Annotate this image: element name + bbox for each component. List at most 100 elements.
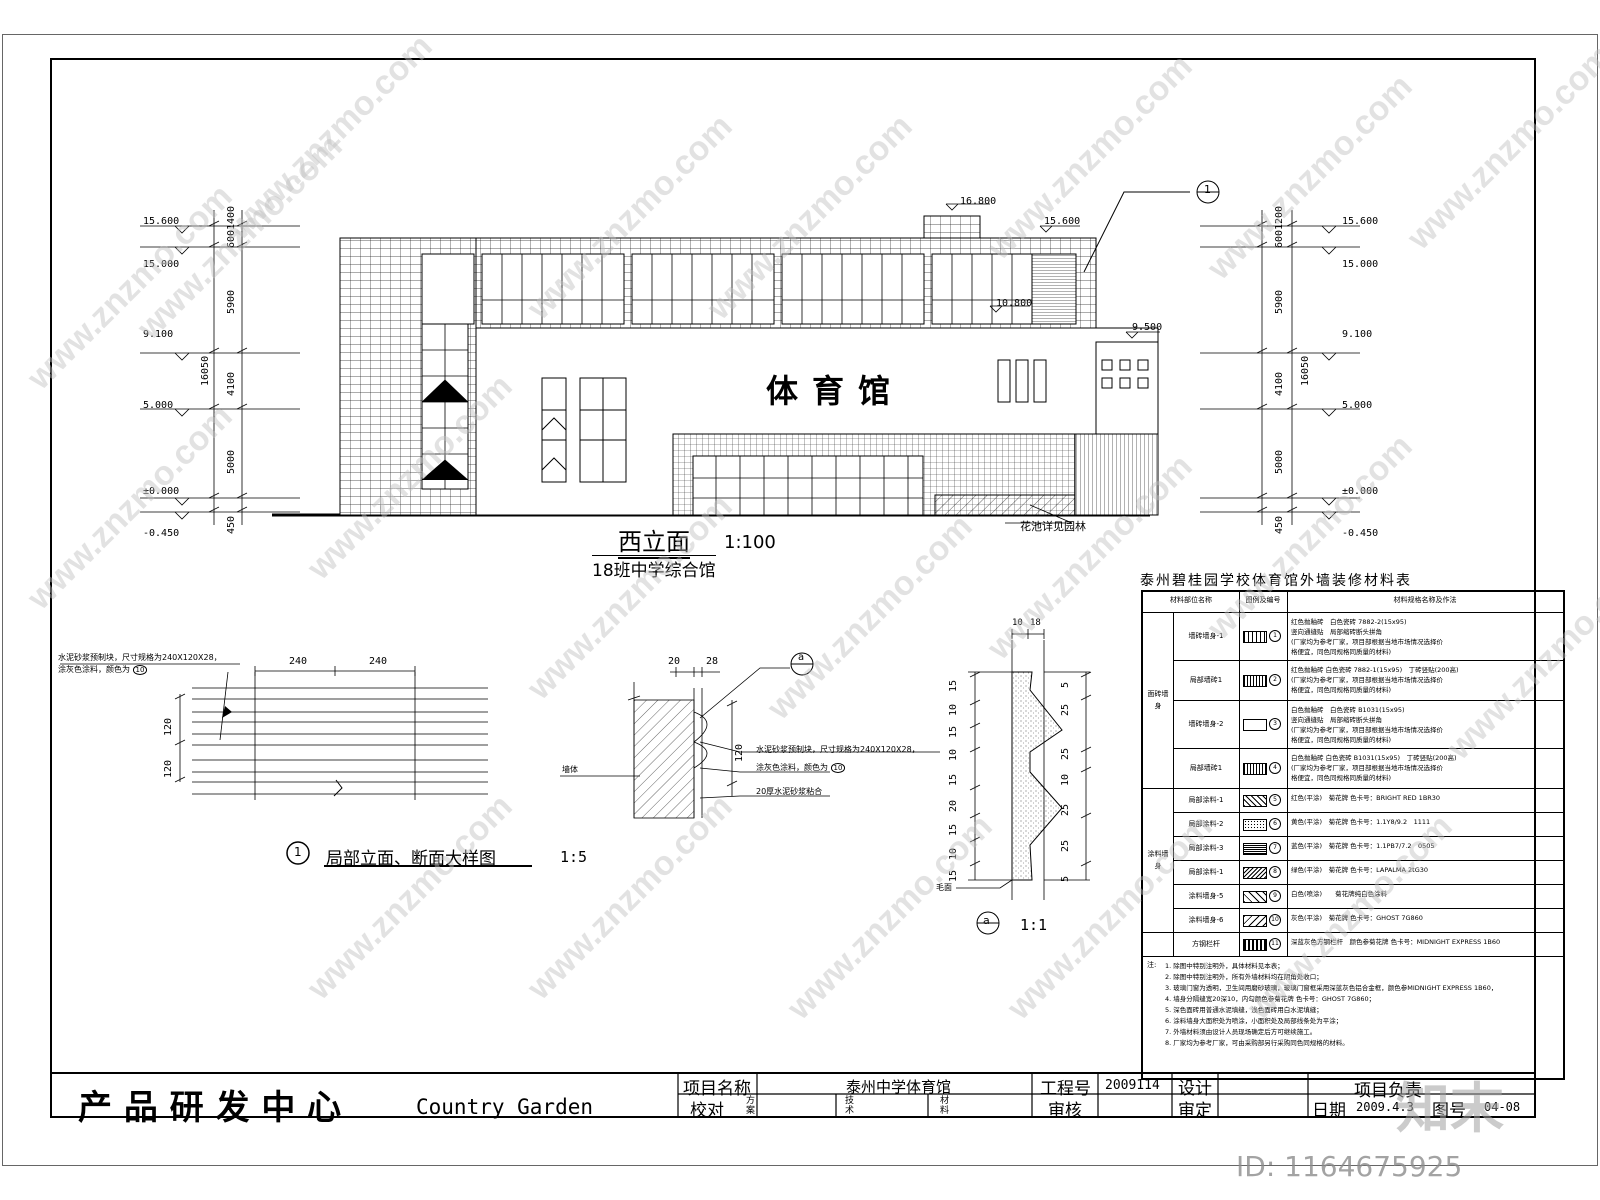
top-level-0: 16.800 <box>960 196 997 207</box>
legend-swatch <box>1243 819 1267 831</box>
legend-swatch <box>1243 719 1267 731</box>
table-rule <box>1143 788 1563 789</box>
detail-note-block: 水泥砂浆预制块，尺寸规格为240X120X28， <box>58 653 222 662</box>
legend-number: 10 <box>1269 914 1281 926</box>
table-row-desc: 格便宜，同色同规格同质量的材料) <box>1291 774 1392 782</box>
outer-frame <box>2 34 1598 1166</box>
note-line: 5. 深色面砖用普通水泥填缝，浅色面砖用白水泥填缝； <box>1165 1006 1323 1014</box>
detail-dim-w-0: 240 <box>289 656 308 667</box>
section-note-1: 水泥砂浆预制块，尺寸规格为240X120X28， <box>756 745 920 754</box>
legend-swatch <box>1243 891 1267 903</box>
table-rule <box>1143 612 1563 613</box>
legend-number: 7 <box>1269 842 1281 854</box>
legend-number: 11 <box>1269 938 1281 950</box>
table-row-part: 涂料墙身-5 <box>1188 892 1224 900</box>
note-line: 8. 厂家均为参考厂家，可由采购部另行采购同色同规格的材料。 <box>1165 1039 1349 1047</box>
table-row-part: 局部墙砖1 <box>1189 764 1223 772</box>
table-rule <box>1173 812 1563 813</box>
profile-callout: a <box>983 914 990 927</box>
table-row-desc: 红色抛釉砖 白色瓷砖 7882-1(15x95) 丁砖竖贴(200高) <box>1291 666 1459 674</box>
drawing-no: 04-08 <box>1484 1100 1521 1114</box>
company-en: Country Garden <box>416 1095 594 1119</box>
detail-note-paint: 涂灰色涂料，颜色为 10 <box>58 664 148 675</box>
table-rule <box>1287 612 1288 956</box>
check-label: 校对 <box>690 1101 724 1121</box>
project-no-label: 工程号 <box>1040 1079 1091 1099</box>
legend-number: 4 <box>1269 762 1281 774</box>
legend-swatch <box>1243 763 1267 775</box>
note-line: 1. 除图中特别注明外，具体材料见本表； <box>1165 962 1284 970</box>
legend-number: 6 <box>1269 818 1281 830</box>
section-callout: a <box>798 652 805 663</box>
table-row-part: 局部涂料-1 <box>1188 868 1224 876</box>
note-line: 2. 除图中特别注明外，所有外墙材料均在阴角处收口； <box>1165 973 1323 981</box>
table-rule <box>1173 700 1563 701</box>
table-row-part: 局部涂料-3 <box>1188 844 1224 852</box>
id-watermark: ID: 1164675925 <box>1236 1150 1463 1183</box>
legend-swatch <box>1243 795 1267 807</box>
right-level-5: -0.450 <box>1342 528 1379 539</box>
legend-swatch <box>1243 915 1267 927</box>
drawing-no-label: 图号 <box>1432 1101 1466 1121</box>
table-rule <box>1173 836 1563 837</box>
table-row-part: 墙砖墙身-2 <box>1188 720 1224 728</box>
right-level-2: 9.100 <box>1342 329 1373 340</box>
note-line: 6. 涂料墙身大面积处为喷涂，小面积处及局部线条处为平涂； <box>1165 1017 1343 1025</box>
profile-label: 毛面 <box>936 883 952 892</box>
note-line: 3. 玻璃门窗为透明，卫生间用磨砂玻璃，玻璃门窗框采用深蓝灰色铝合金框，颜色参M… <box>1165 984 1498 992</box>
table-rule <box>1173 860 1563 861</box>
detail-paint-ref: 10 <box>132 665 148 675</box>
legend-number: 9 <box>1269 890 1281 902</box>
review-label: 审核 <box>1048 1101 1082 1121</box>
table-rule <box>1173 612 1174 956</box>
table-row-desc: 红色(平涂) 菊花牌 色卡号：BRIGHT RED 1BR30 <box>1291 794 1441 802</box>
section-dim-0: 20 <box>668 656 681 667</box>
detail-note-paint-text: 涂灰色涂料，颜色为 <box>58 665 130 674</box>
material-table-title: 泰州碧桂园学校体育馆外墙装修材料表 <box>1140 573 1412 589</box>
legend-swatch <box>1243 843 1267 855</box>
table-rule <box>1239 612 1240 956</box>
legend-number: 5 <box>1269 794 1281 806</box>
table-rule <box>1239 592 1240 612</box>
table-rule <box>1173 884 1563 885</box>
left-level-1: 15.000 <box>143 259 180 270</box>
callout-1: 1 <box>1204 183 1211 196</box>
material-label: 材料 <box>940 1096 950 1116</box>
table-row-desc: 白色抛釉砖 白色瓷砖 B1031(15x95) <box>1291 706 1405 714</box>
section-note-2: 涂灰色涂料，颜色为 10 <box>756 762 846 773</box>
legend-swatch <box>1243 631 1267 643</box>
detail-scale: 1:5 <box>560 848 588 866</box>
legend-number: 1 <box>1269 630 1281 642</box>
table-row-desc: 白色抛釉砖 白色瓷砖 B1031(15x95) 丁砖竖贴(200高) <box>1291 754 1457 762</box>
table-row-desc: 竖向通缝贴 局部缩砖断头拼角 <box>1291 716 1382 724</box>
right-level-3: 5.000 <box>1342 400 1373 411</box>
table-row-desc: (厂家均为参考厂家，项目部根据当地市场情况选择价 <box>1291 726 1444 734</box>
table-row-desc: 灰色(平涂) 菊花牌 色卡号：GHOST 7G860 <box>1291 914 1423 922</box>
left-level-3: 5.000 <box>143 400 174 411</box>
table-rule <box>1143 956 1563 957</box>
approve-label: 审定 <box>1178 1101 1212 1121</box>
table-rule <box>1173 908 1563 909</box>
table-row-desc: (厂家均为参考厂家，项目部根据当地市场情况选择价 <box>1291 764 1444 772</box>
table-group-name: 涂料墙身 <box>1147 850 1169 870</box>
top-level-1: 15.600 <box>1044 216 1081 227</box>
table-row-part: 涂料墙身-6 <box>1188 916 1224 924</box>
legend-swatch <box>1243 675 1267 687</box>
table-row-desc: (厂家均为参考厂家，项目部根据当地市场情况选择价 <box>1291 676 1444 684</box>
note-line: 7. 外墙材料须由设计人员现场确定后方可继续施工。 <box>1165 1028 1317 1036</box>
tech-label: 技术 <box>845 1096 855 1116</box>
detail-title: 局部立面、断面大样图 <box>326 849 496 869</box>
legend-number: 2 <box>1269 674 1281 686</box>
scheme-label: 方案 <box>746 1096 756 1116</box>
table-row-part: 局部涂料-1 <box>1188 796 1224 804</box>
left-level-5: -0.450 <box>143 528 180 539</box>
table-row-desc: 白色(喷涂) 菊花牌纯白色涂料 <box>1291 890 1388 898</box>
table-row-part: 方钢栏杆 <box>1192 940 1220 948</box>
top-level-2: 10.800 <box>996 298 1033 309</box>
right-level-0: 15.600 <box>1342 216 1379 227</box>
legend-number: 8 <box>1269 866 1281 878</box>
note-line: 4. 墙身分隔缝宽20深10，内勾颜色参菊花牌 色卡号：GHOST 7G860； <box>1165 995 1376 1003</box>
